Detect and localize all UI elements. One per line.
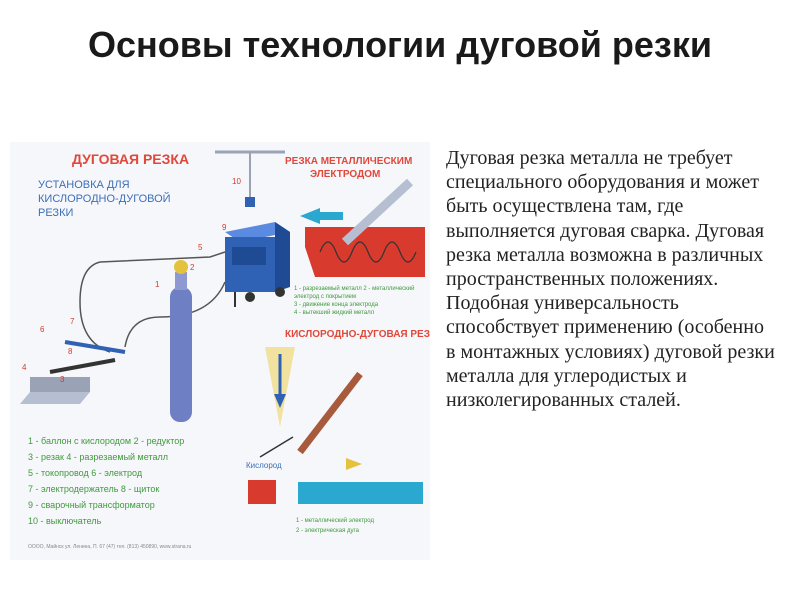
- metal-electrode-title-2: ЭЛЕКТРОДОМ: [310, 169, 380, 180]
- oxygen-cylinder: [170, 260, 192, 422]
- setup-legend-2: 3 - резак 4 - разрезаемый металл: [28, 452, 168, 462]
- metal-electrode-legend-3: 3 - движение конца электрода: [294, 302, 379, 308]
- welding-cable: [124, 281, 226, 348]
- callout-7: 7: [70, 317, 75, 326]
- setup-legend-4: 7 - электродержатель 8 - щиток: [28, 484, 159, 494]
- callout-3: 3: [60, 375, 65, 384]
- welding-transformer: [225, 222, 290, 307]
- metal-electrode-legend-2: электрод с покрытием: [294, 294, 356, 300]
- callout-6: 6: [40, 325, 45, 334]
- setup-title-line-2: КИСЛОРОДНО-ДУГОВОЙ: [38, 192, 171, 205]
- oxygen-arc-legend-2: 2 - электрическая дуга: [296, 528, 360, 534]
- callout-4: 4: [22, 363, 27, 372]
- setup-legend-3: 5 - токопровод 6 - электрод: [28, 468, 143, 478]
- diagram-heading: ДУГОВАЯ РЕЗКА: [72, 151, 189, 167]
- setup-legend-6: 10 - выключатель: [28, 516, 102, 526]
- metal-electrode-legend-4: 4 - вытекший жидкий металл: [294, 309, 375, 316]
- setup-title-line-1: УСТАНОВКА ДЛЯ: [38, 179, 130, 191]
- metal-electrode-illustration: [300, 178, 425, 277]
- oxygen-label: Кислород: [246, 461, 282, 470]
- metal-electrode-title-1: РЕЗКА МЕТАЛЛИЧЕСКИМ: [285, 156, 412, 167]
- callout-5: 5: [198, 243, 203, 252]
- setup-legend-1: 1 - баллон с кислородом 2 - редуктор: [28, 436, 184, 446]
- slide-body-text: Дуговая резка металла не требует специал…: [446, 147, 775, 412]
- callout-2: 2: [190, 263, 195, 272]
- callout-9: 9: [222, 223, 227, 232]
- arc-cutting-diagram: ДУГОВАЯ РЕЗКА УСТАНОВКА ДЛЯ КИСЛОРОДНО-Д…: [10, 142, 430, 560]
- setup-title-line-3: РЕЗКИ: [38, 207, 73, 219]
- setup-legend-5: 9 - сварочный трансформатор: [28, 500, 155, 510]
- slide-title: Основы технологии дуговой резки: [88, 24, 712, 65]
- oxygen-hose: [79, 261, 111, 353]
- power-cable: [99, 251, 226, 263]
- callout-10: 10: [232, 177, 241, 186]
- metal-electrode-legend-1: 1 - разрезаемый металл 2 - металлический: [294, 285, 415, 292]
- switch-box: [245, 197, 255, 207]
- oxygen-arc-title: КИСЛОРОДНО-ДУГОВАЯ РЕЗКА: [285, 329, 430, 340]
- callout-8: 8: [68, 347, 73, 356]
- callout-1: 1: [155, 280, 160, 289]
- cutting-torch: [20, 340, 126, 404]
- diagram-footer: ОООО, Майнск ул. Ленина, П. 67 (47) тел.…: [28, 543, 192, 550]
- oxygen-arc-illustration: [248, 347, 423, 504]
- oxygen-arc-legend-1: 1 - металлический электрод: [296, 517, 375, 524]
